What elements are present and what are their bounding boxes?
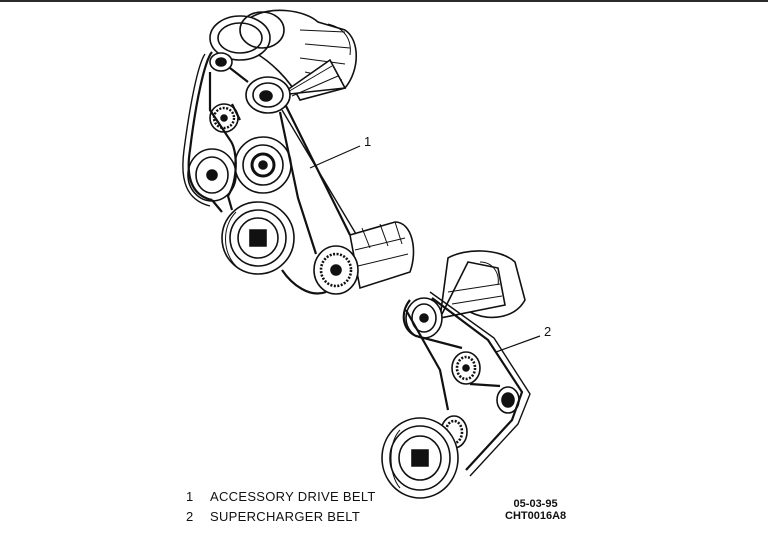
callout-2-leader [495,335,541,353]
tensioner-pulley-upper [209,103,239,133]
upper-idler-pulley [209,52,233,72]
ac-compressor [313,221,415,295]
supercharger-tensioner-pulley [451,351,481,385]
callout-2-label: 2 [544,324,552,339]
legend-item: 2 SUPERCHARGER BELT [186,506,376,526]
water-pump-pulley [187,148,237,202]
figure-date: 05-03-95 [513,498,558,510]
legend-item-number: 2 [186,508,194,524]
figure-id: CHT0016A8 [505,510,567,522]
legend: 1 ACCESSORY DRIVE BELT 2 SUPERCHARGER BE… [186,486,376,526]
supercharger-idler-pulley [496,386,520,414]
supercharger-housing [438,250,526,320]
crankshaft-balancer-upper [221,201,295,275]
callout-1-label: 1 [364,134,372,149]
idler-pulley-center [234,136,292,194]
figure-code: 05-03-95 CHT0016A8 [505,498,566,522]
power-steering-pump-pulley [245,58,347,114]
legend-item: 1 ACCESSORY DRIVE BELT [186,486,376,506]
supercharger-belt [402,297,524,471]
legend-item-label: ACCESSORY DRIVE BELT [210,488,376,504]
crankshaft-balancer-lower [381,417,459,499]
legend-item-label: SUPERCHARGER BELT [210,508,361,524]
callout-1-leader [309,145,361,169]
legend-item-number: 1 [186,488,194,504]
top-border-line [0,0,768,2]
